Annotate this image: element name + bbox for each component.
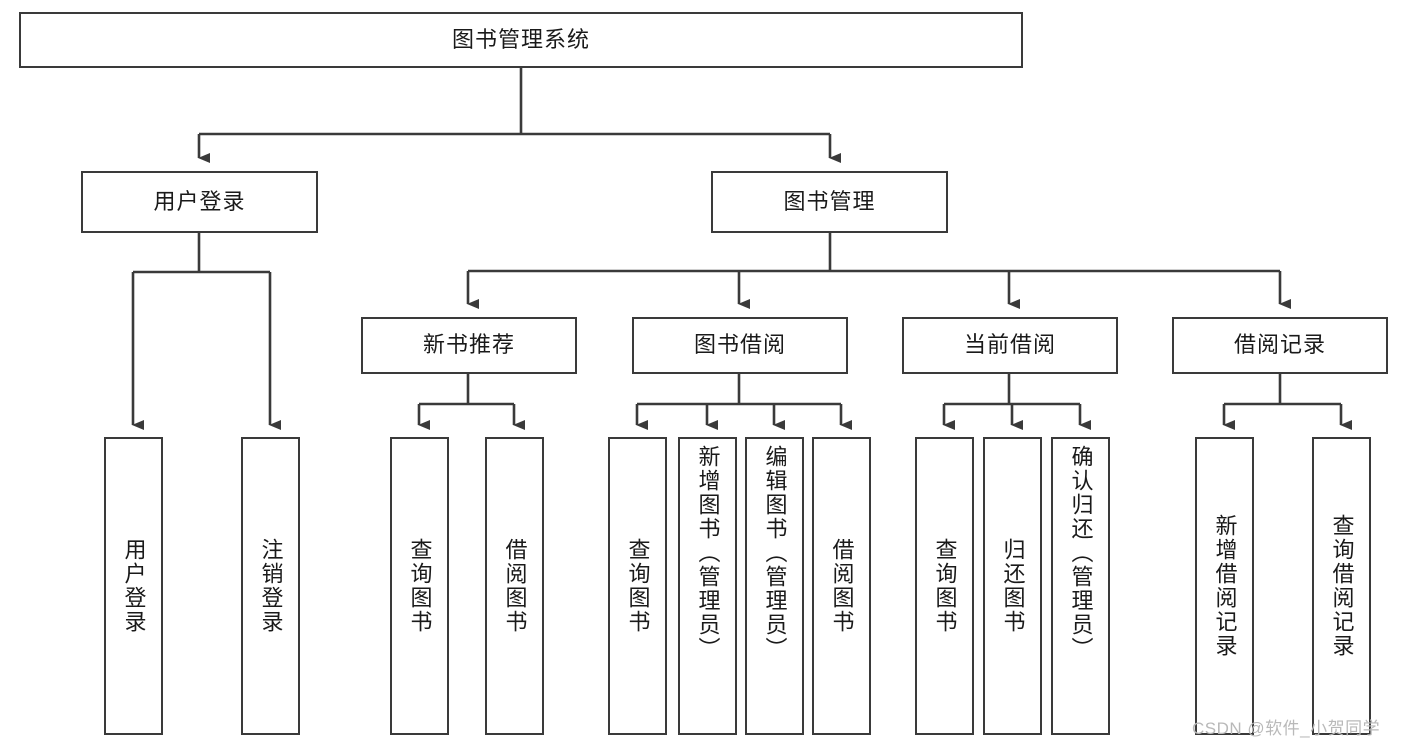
node-root[interactable]: 图书管理系统 xyxy=(19,12,1023,68)
node-leaf-borrow-book-1-label: 借阅图书 xyxy=(502,538,528,634)
node-leaf-query-book-3-label: 查询图书 xyxy=(932,538,958,634)
node-leaf-add-record-label: 新增借阅记录 xyxy=(1212,514,1238,658)
node-leaf-query-book-2-label: 查询图书 xyxy=(625,538,651,634)
node-leaf-add-book[interactable]: 新增图书（管理员） xyxy=(678,437,737,735)
node-book-manage[interactable]: 图书管理 xyxy=(711,171,948,233)
node-leaf-query-record[interactable]: 查询借阅记录 xyxy=(1312,437,1371,735)
edges-borrowrecord-leaves xyxy=(1222,374,1352,430)
node-book-manage-label: 图书管理 xyxy=(783,188,876,214)
edges-recommend-leaves xyxy=(417,374,525,430)
node-user-login[interactable]: 用户登录 xyxy=(81,171,318,233)
node-leaf-query-book-1-label: 查询图书 xyxy=(407,538,433,634)
node-leaf-query-book-2[interactable]: 查询图书 xyxy=(608,437,667,735)
node-leaf-query-record-label: 查询借阅记录 xyxy=(1329,514,1355,658)
node-new-book-recommend[interactable]: 新书推荐 xyxy=(361,317,577,374)
node-leaf-return-book-label: 归还图书 xyxy=(1000,538,1026,634)
node-leaf-borrow-book-2-label: 借阅图书 xyxy=(829,538,855,634)
edges-user-login-level xyxy=(131,233,281,430)
node-leaf-query-book-1[interactable]: 查询图书 xyxy=(390,437,449,735)
node-new-book-recommend-label: 新书推荐 xyxy=(422,332,515,358)
node-book-borrow[interactable]: 图书借阅 xyxy=(632,317,848,374)
node-leaf-edit-book-label: 编辑图书（管理员） xyxy=(762,445,788,661)
edges-book-manage-level xyxy=(466,233,1291,309)
node-leaf-user-logout-label: 注销登录 xyxy=(258,538,284,634)
node-leaf-borrow-book-2[interactable]: 借阅图书 xyxy=(812,437,871,735)
node-leaf-user-logout[interactable]: 注销登录 xyxy=(241,437,300,735)
node-leaf-return-book[interactable]: 归还图书 xyxy=(983,437,1042,735)
node-borrow-record-label: 借阅记录 xyxy=(1233,332,1326,358)
node-book-borrow-label: 图书借阅 xyxy=(693,332,786,358)
edges-bookborrow-leaves xyxy=(635,374,852,430)
edges-currentborrow-leaves xyxy=(942,374,1091,430)
node-user-login-label: 用户登录 xyxy=(153,188,246,214)
node-leaf-add-record[interactable]: 新增借阅记录 xyxy=(1195,437,1254,735)
node-borrow-record[interactable]: 借阅记录 xyxy=(1172,317,1388,374)
node-leaf-query-book-3[interactable]: 查询图书 xyxy=(915,437,974,735)
node-current-borrow-label: 当前借阅 xyxy=(963,332,1056,358)
node-root-label: 图书管理系统 xyxy=(451,26,590,52)
node-leaf-add-book-label: 新增图书（管理员） xyxy=(695,445,721,661)
node-leaf-confirm-return[interactable]: 确认归还（管理员） xyxy=(1051,437,1110,735)
edges-root-level xyxy=(197,68,841,163)
node-leaf-edit-book[interactable]: 编辑图书（管理员） xyxy=(745,437,804,735)
node-current-borrow[interactable]: 当前借阅 xyxy=(902,317,1118,374)
node-leaf-user-login[interactable]: 用户登录 xyxy=(104,437,163,735)
node-leaf-confirm-return-label: 确认归还（管理员） xyxy=(1068,445,1094,661)
node-leaf-borrow-book-1[interactable]: 借阅图书 xyxy=(485,437,544,735)
node-leaf-user-login-label: 用户登录 xyxy=(121,538,147,634)
